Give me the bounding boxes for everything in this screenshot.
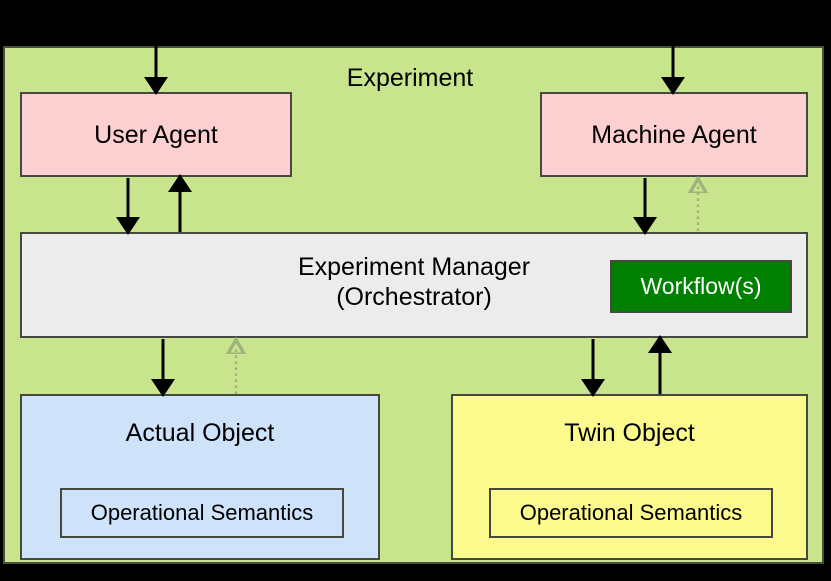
node-experiment-manager[interactable]: Experiment Manager (Orchestrator) Workfl… [20,232,808,338]
node-user-agent[interactable]: User Agent [20,92,292,177]
user-agent-label: User Agent [94,120,218,149]
node-machine-agent[interactable]: Machine Agent [540,92,808,177]
node-twin-object[interactable]: Twin Object Operational Semantics [451,394,808,560]
experiment-label: Experiment [346,64,474,92]
actual-object-label: Actual Object [125,419,275,447]
node-actual-object[interactable]: Actual Object Operational Semantics [20,394,380,560]
node-actual-operational-semantics[interactable]: Operational Semantics [60,488,344,538]
workflows-label: Workflow(s) [640,273,762,299]
node-workflows[interactable]: Workflow(s) [610,260,792,313]
machine-agent-label: Machine Agent [591,120,757,149]
experiment-manager-label-line2: (Orchestrator) [336,283,492,311]
node-twin-operational-semantics[interactable]: Operational Semantics [489,488,773,538]
experiment-manager-label-line1: Experiment Manager [297,253,531,281]
actual-operational-semantics-label: Operational Semantics [90,500,314,525]
experiment-manager-label: Experiment Manager (Orchestrator) [22,252,806,312]
twin-object-label: Twin Object [564,419,695,447]
twin-operational-semantics-label: Operational Semantics [519,500,743,525]
